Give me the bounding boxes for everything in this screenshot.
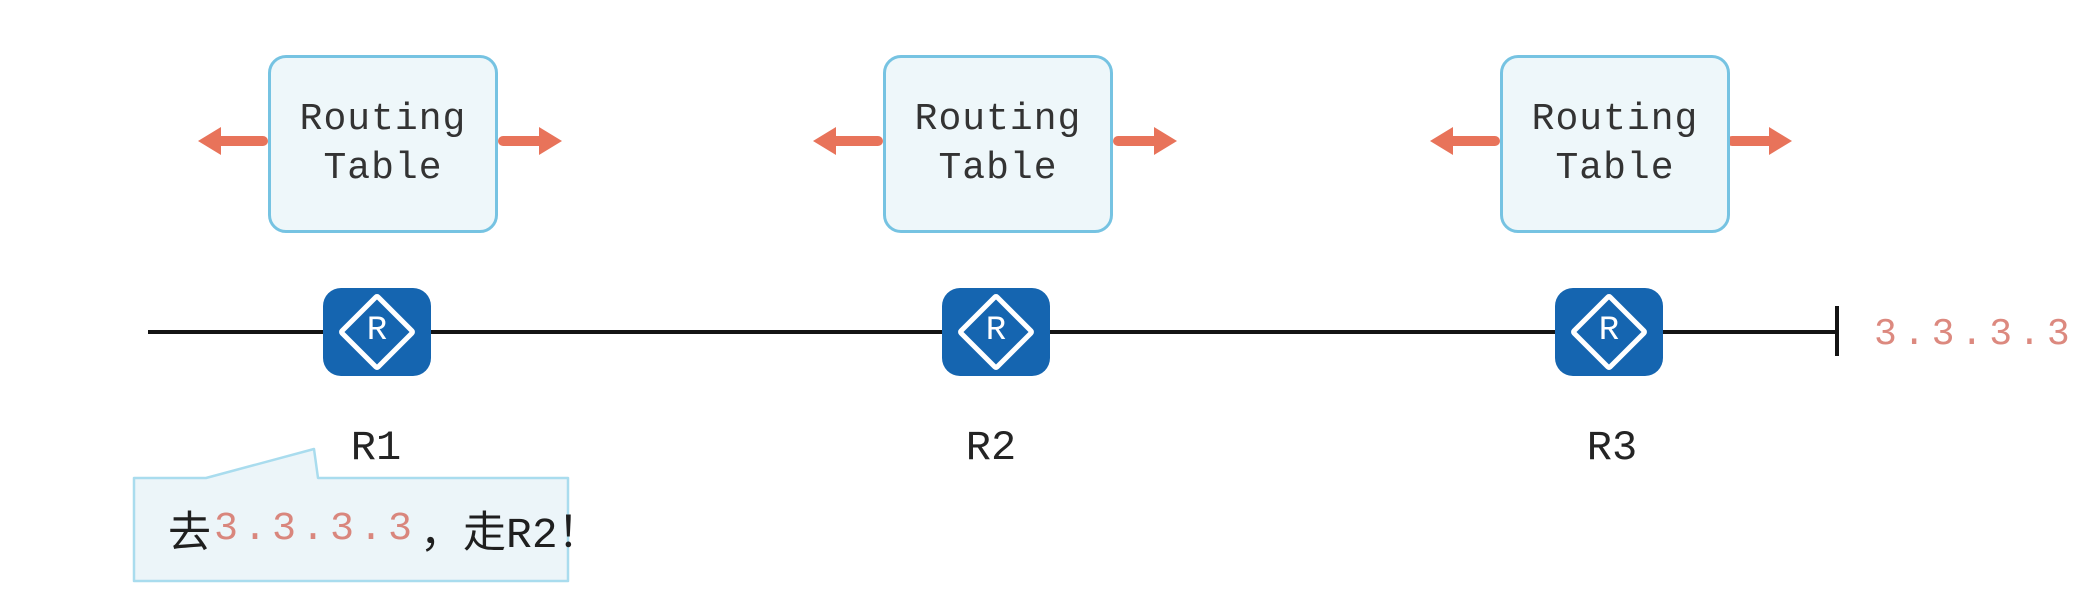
arrow-shaft [1444,136,1500,146]
router-letter: R [985,312,1007,351]
arrow-head [1769,127,1792,155]
routing-table-label: Table [1555,147,1675,190]
router-icon-r3: R [1555,288,1663,376]
router-icon-r2: R [942,288,1050,376]
callout-prefix: 去 [168,511,211,560]
routing-table-box-r3: Routing Table [1500,55,1730,233]
routing-table-label: Table [323,147,443,190]
arrow-shaft [212,136,268,146]
callout-ip: 3.3.3.3 [214,506,418,552]
link-end-tick [1835,306,1839,356]
arrow-head [813,127,836,155]
arrow-shaft [1727,136,1778,146]
arrow-shaft [498,136,548,146]
arrow-shaft [827,136,883,146]
router-letter: R [1598,312,1620,351]
router-label-r3: R3 [1586,424,1638,472]
destination-ip-label: 3.3.3.3 [1874,313,2076,356]
routing-table-label: Routing [914,98,1082,141]
arrow-right-icon [1727,127,1792,155]
arrow-head [1430,127,1453,155]
arrow-right-icon [1113,127,1177,155]
router-letter: R [366,312,388,351]
routing-table-box-r2: Routing Table [883,55,1113,233]
callout-bubble [132,447,570,583]
routing-table-label: Routing [299,98,467,141]
router-icon-r1: R [323,288,431,376]
arrow-left-icon [198,127,268,155]
callout-bubble-shape [132,447,570,583]
arrow-left-icon [813,127,883,155]
routing-table-label: Routing [1531,98,1699,141]
router-label-r2: R2 [965,424,1017,472]
arrow-head [539,127,562,155]
router-label-r1: R1 [350,424,402,472]
arrow-shaft [1113,136,1163,146]
arrow-head [1154,127,1177,155]
arrow-right-icon [498,127,562,155]
arrow-head [198,127,221,155]
callout-suffix: ，走R2！ [420,511,601,560]
routing-table-box-r1: Routing Table [268,55,498,233]
routing-table-label: Table [938,147,1058,190]
arrow-left-icon [1430,127,1500,155]
